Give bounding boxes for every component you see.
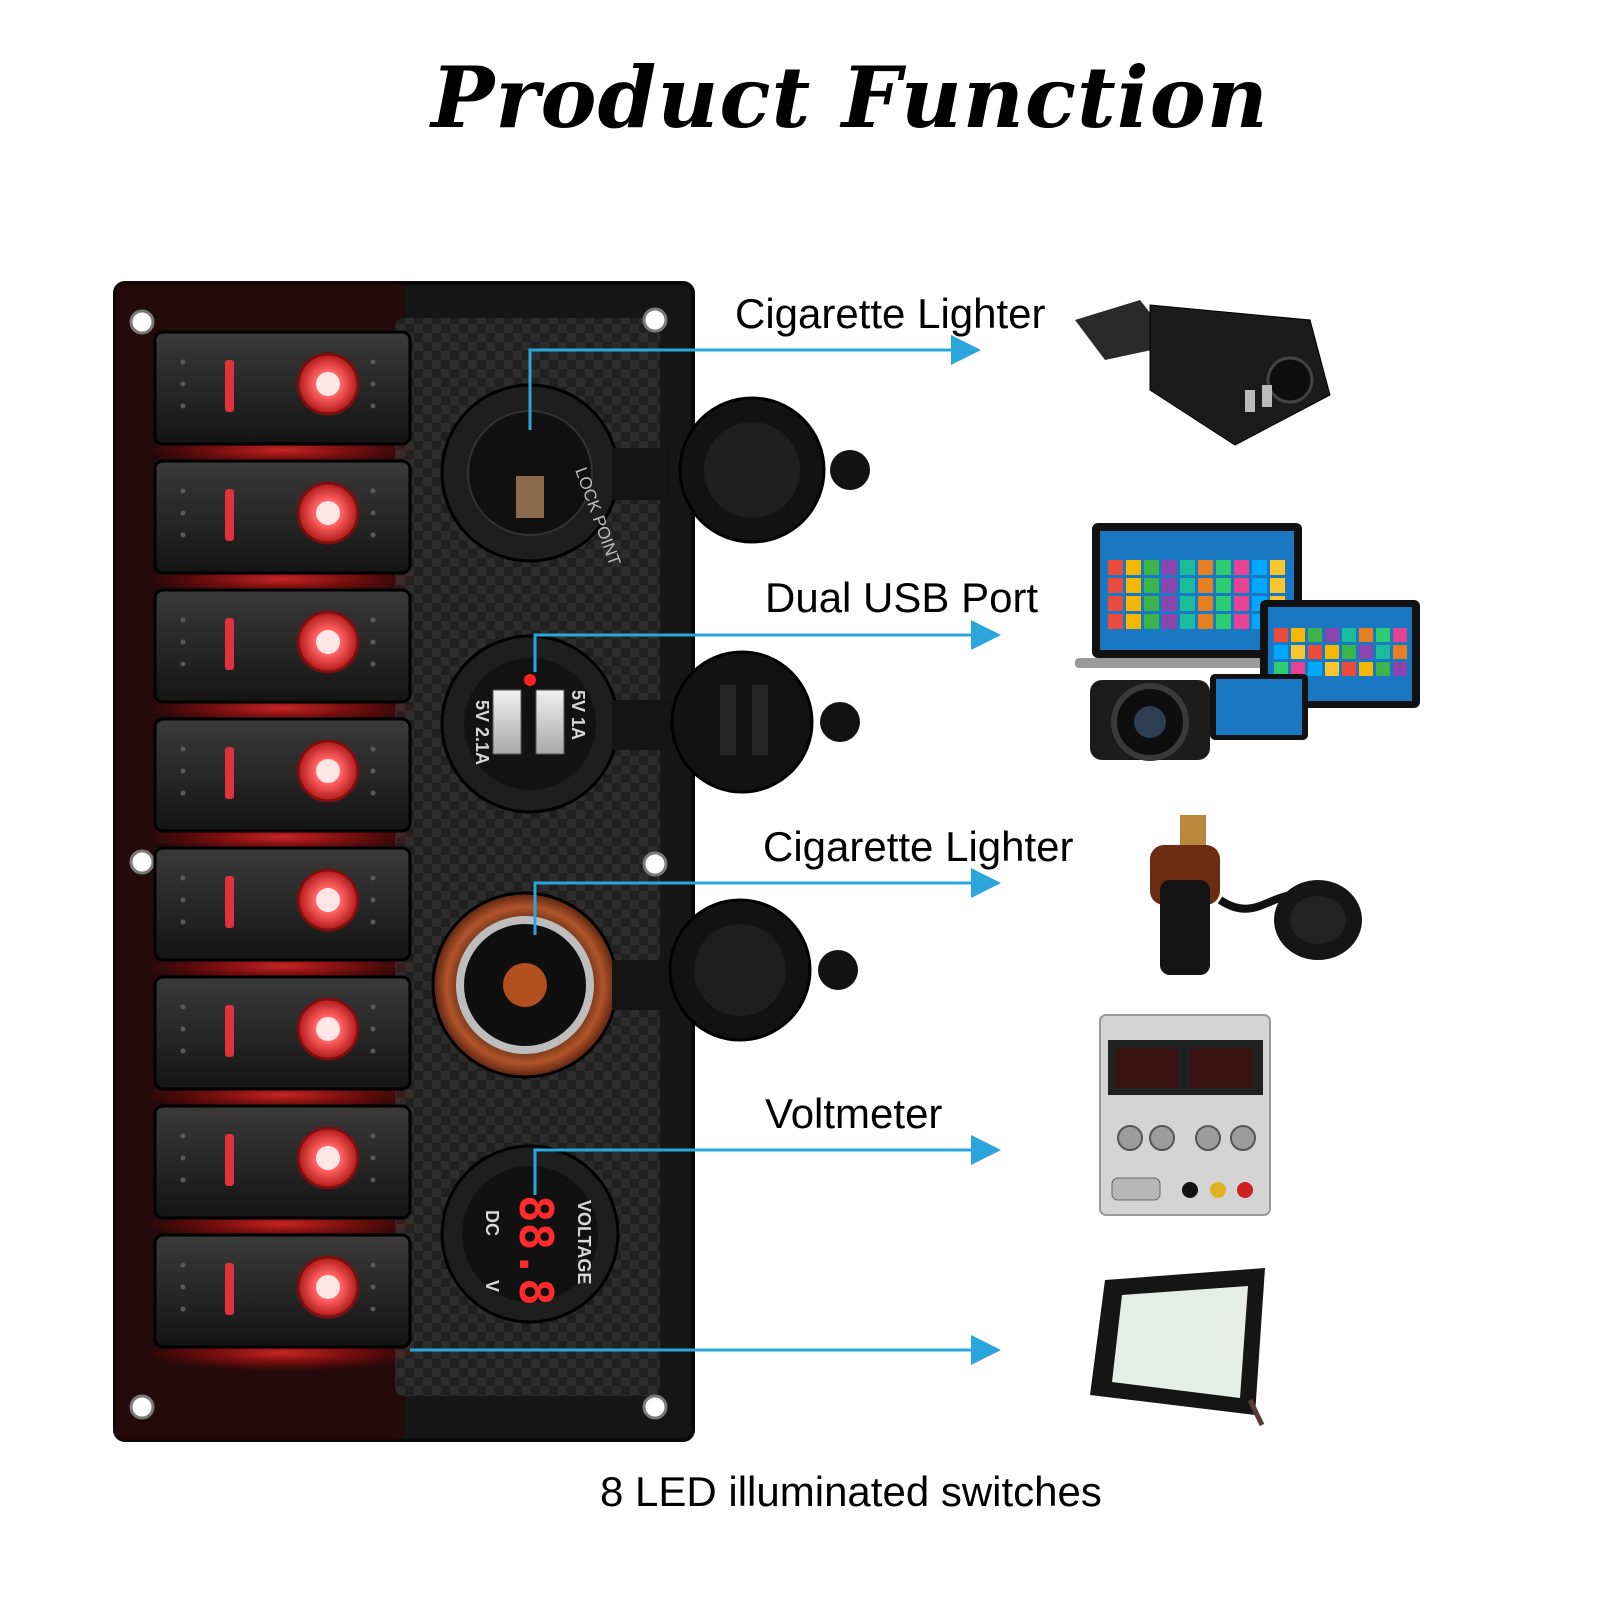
arrow-usb xyxy=(533,620,1001,672)
rocker-switch[interactable] xyxy=(145,588,420,726)
dual-usb-port-socket: 5V 2.1A 5V 1A xyxy=(440,634,860,814)
function-arrows xyxy=(410,335,1001,1365)
car-charger-adapter-icon xyxy=(1075,300,1331,446)
arrow-lighter-bottom xyxy=(533,868,1001,935)
cigarette-lighter-socket-bottom xyxy=(431,891,858,1079)
usb-right-rating: 5V 1A xyxy=(568,690,588,740)
led-floodlight-icon xyxy=(1090,1268,1265,1427)
switch-indicator-bar xyxy=(225,360,234,412)
switch-indicator-bar xyxy=(225,618,234,670)
lighter-plug-icon xyxy=(1150,815,1362,975)
rocker-switch[interactable] xyxy=(145,1104,420,1242)
dc-power-supply-icon xyxy=(1099,1014,1271,1216)
switch-indicator-bar xyxy=(225,747,234,799)
switches-caption: 8 LED illuminated switches xyxy=(600,1468,1102,1515)
arrow-voltmeter xyxy=(533,1135,1001,1195)
rocker-switches xyxy=(145,330,420,1371)
switch-indicator-bar xyxy=(225,489,234,541)
arrow-lighter-top xyxy=(528,335,981,430)
label-cigarette-lighter-top: Cigarette Lighter xyxy=(735,290,1046,337)
rocker-switch[interactable] xyxy=(145,975,420,1113)
usb-left-rating: 5V 2.1A xyxy=(472,700,492,765)
switch-indicator-bar xyxy=(225,1263,234,1315)
rocker-switch[interactable] xyxy=(145,330,420,468)
switch-indicator-bar xyxy=(225,1005,234,1057)
rocker-switch[interactable] xyxy=(145,717,420,855)
switch-indicator-bar xyxy=(225,876,234,928)
label-voltmeter: Voltmeter xyxy=(765,1090,943,1137)
laptop-tablet-camera-icon xyxy=(1075,523,1420,761)
rocker-switch[interactable] xyxy=(145,1233,420,1371)
switch-indicator-bar xyxy=(225,1134,234,1186)
rocker-switch[interactable] xyxy=(145,459,420,597)
rocker-switch[interactable] xyxy=(145,846,420,984)
screw-holes xyxy=(129,307,668,1420)
label-dual-usb-port: Dual USB Port xyxy=(765,574,1039,621)
voltmeter-dc-label: DC xyxy=(482,1210,502,1236)
voltmeter-socket: 88.8 VOLTAGE DC V xyxy=(440,1144,620,1324)
voltmeter-display: 88.8 xyxy=(509,1195,563,1306)
page-title: Product Function xyxy=(431,48,1269,147)
voltmeter-label: VOLTAGE xyxy=(574,1200,594,1284)
label-cigarette-lighter-bottom: Cigarette Lighter xyxy=(763,823,1074,870)
voltmeter-unit: V xyxy=(482,1280,502,1292)
